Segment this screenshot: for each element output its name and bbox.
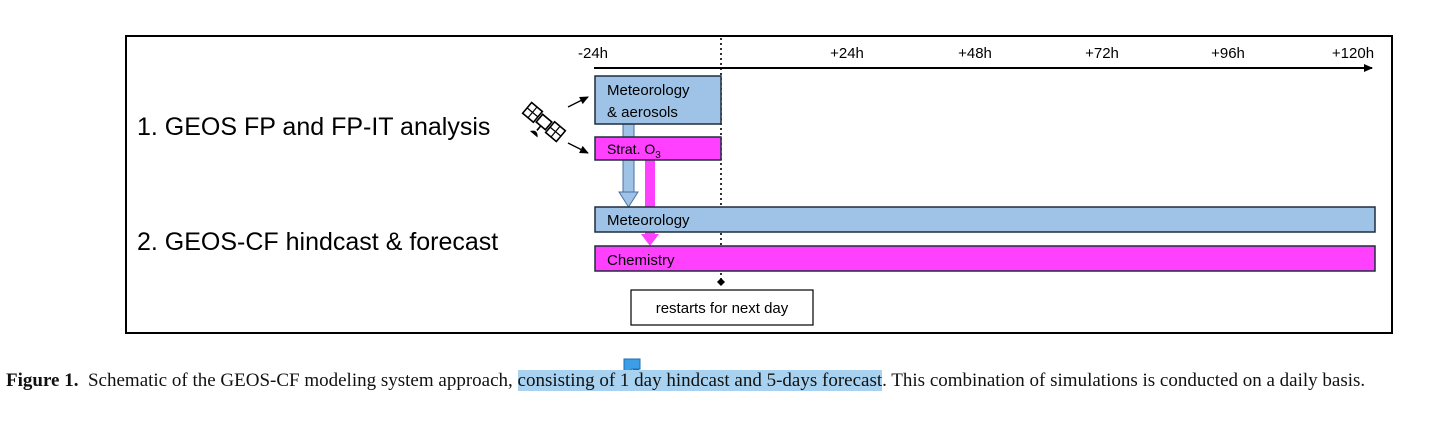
chemistry-bar bbox=[594, 245, 1376, 272]
met-aerosols-label-line2: & aerosols bbox=[607, 104, 678, 121]
strat-o3-label-text: Strat. O bbox=[607, 141, 655, 157]
caption-highlighted-text[interactable]: consisting of 1 day hindcast and 5-days … bbox=[517, 370, 883, 391]
met-aerosols-box bbox=[594, 75, 722, 125]
caption-label: Figure 1. bbox=[6, 370, 79, 391]
satellite-icon bbox=[521, 101, 567, 143]
forecast-row-label: 2. GEOS-CF hindcast & forecast bbox=[137, 228, 498, 256]
meteorology-bar-label: Meteorology bbox=[607, 212, 690, 229]
caption-text-before: Schematic of the GEOS-CF modeling system… bbox=[87, 370, 518, 391]
geos-cf-schematic: -24h +24h +48h +72h +96h +120h 1. GEOS F… bbox=[125, 35, 1393, 334]
strat-o3-label: Strat. O3 bbox=[607, 141, 661, 161]
figure-caption: Figure 1. Schematic of the GEOS-CF model… bbox=[6, 367, 1436, 395]
analysis-row-label: 1. GEOS FP and FP-IT analysis bbox=[137, 113, 490, 141]
restarts-box bbox=[630, 289, 814, 326]
restart-point-marker bbox=[717, 278, 725, 286]
satellite-arrow-to-met bbox=[567, 96, 589, 108]
tick-label-plus72: +72h bbox=[1085, 45, 1119, 62]
restarts-label: restarts for next day bbox=[656, 300, 789, 317]
tick-label-plus48: +48h bbox=[958, 45, 992, 62]
met-aerosols-label-line1: Meteorology bbox=[607, 82, 690, 99]
tick-label-plus24: +24h bbox=[830, 45, 864, 62]
strat-o3-box bbox=[594, 136, 722, 161]
tick-label-minus24: -24h bbox=[578, 45, 608, 62]
meteorology-bar bbox=[594, 206, 1376, 233]
strat-o3-subscript: 3 bbox=[655, 150, 661, 161]
chemistry-flow-arrow bbox=[641, 160, 659, 246]
figure-frame bbox=[125, 35, 1393, 334]
chemistry-bar-label: Chemistry bbox=[607, 252, 675, 269]
caption-text-after: . This combination of simulations is con… bbox=[882, 370, 1366, 391]
tick-label-plus120: +120h bbox=[1332, 45, 1374, 62]
tick-label-plus96: +96h bbox=[1211, 45, 1245, 62]
satellite-arrow-to-o3 bbox=[567, 142, 589, 154]
